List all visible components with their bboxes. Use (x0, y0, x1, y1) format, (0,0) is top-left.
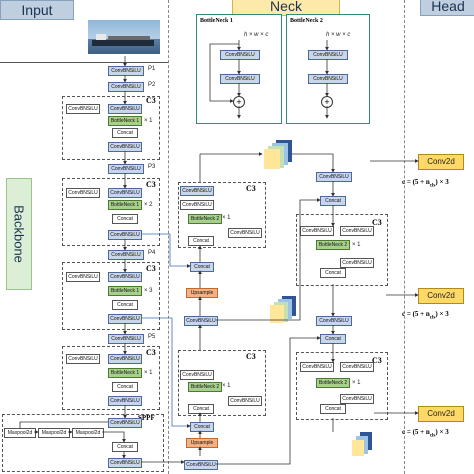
c3-4-repeat: × 1 (144, 370, 153, 376)
neck-lt-repeat: × 1 (222, 215, 231, 221)
header-input: Input (0, 0, 74, 20)
fm-medium-front (270, 305, 284, 323)
neck-lt-conv-b: ConvBNSiLU (228, 228, 262, 238)
backbone-c3-group-3 (62, 262, 160, 330)
feature-map-medium (268, 296, 298, 326)
c3-1-bottleneck: BottleNeck 1 (108, 116, 142, 126)
neck-rb-conv-b: ConvBNSiLU (340, 394, 374, 404)
head-formula-1: c = (5 + ncls) × 3 (402, 178, 449, 188)
formula-1-sub: cls (429, 183, 436, 189)
c3-1-conv-a: ConvBNSiLU (66, 104, 100, 114)
sppf-label: SPPF (138, 414, 155, 422)
neck-c3-left-bottom (178, 350, 266, 416)
neck-rb-conv-c: ConvBNSiLU (340, 362, 374, 372)
level-p1: P1 (148, 66, 156, 72)
backbone-c3-label-1: C3 (146, 96, 156, 105)
formula-3-main: c = (5 + n (402, 428, 430, 436)
c3-2-concat: Concat (112, 214, 138, 224)
level-p2: P2 (148, 82, 156, 88)
level-p3: P3 (148, 164, 156, 170)
neck-rt-conv-b: ConvBNSiLU (340, 258, 374, 268)
backbone-c3-label-2: C3 (146, 180, 156, 189)
backbone-c3-label-4: C3 (146, 348, 156, 357)
neck-lb-conv-a: ConvBNSiLU (180, 370, 214, 380)
bottleneck-2-dims: h × w × c (326, 32, 351, 38)
bottleneck-2-title: BottleNeck 2 (290, 18, 323, 24)
backbone-c3-group-2 (62, 178, 160, 246)
neck-c3-left-bottom-label: C3 (246, 352, 256, 361)
c3-3-concat: Concat (112, 300, 138, 310)
input-ship-image (88, 20, 160, 54)
neck-left-conv-bottom: ConvBNSiLU (184, 460, 218, 470)
neck-rb-concat: Concat (320, 404, 346, 414)
formula-1-tail: ) × 3 (435, 178, 449, 186)
neck-c3-left-top (178, 182, 266, 248)
header-head: Head (420, 0, 474, 16)
neck-rb-conv-a: ConvBNSiLU (300, 362, 334, 372)
fm-small-front (352, 440, 364, 456)
neck-rt-concat: Concat (320, 268, 346, 278)
formula-3-tail: ) × 3 (435, 428, 449, 436)
head-conv2d-1: Conv2d (418, 154, 464, 170)
c3-2-repeat: × 2 (144, 202, 153, 208)
ship-superstructure (96, 34, 106, 40)
input-separator (0, 62, 168, 63)
formula-1-main: c = (5 + n (402, 178, 430, 186)
formula-3-sub: cls (429, 433, 436, 439)
neck-c3-right-top-label: C3 (372, 218, 382, 227)
level-p4: P4 (148, 250, 156, 256)
formula-2-sub: cls (429, 315, 436, 321)
c3-3-conv-a: ConvBNSiLU (66, 272, 100, 282)
neck-rb-repeat: × 1 (352, 380, 361, 386)
neck-upsample-2: Upsample (186, 438, 218, 448)
ship-hull (92, 40, 154, 46)
c3-2-conv-a: ConvBNSiLU (66, 188, 100, 198)
neck-rb-bottleneck: BottleNeck 2 (316, 378, 350, 388)
neck-c3-right-bottom-label: C3 (372, 356, 382, 365)
neck-head-divider (404, 0, 405, 474)
fm-large-front (264, 149, 280, 169)
level-p5: P5 (148, 334, 156, 340)
neck-c3-right-top (296, 214, 388, 286)
formula-2-main: c = (5 + n (402, 310, 430, 318)
neck-lb-repeat: × 1 (222, 383, 231, 389)
input-backbone-divider (168, 0, 169, 474)
bottleneck-1-title: BottleNeck 1 (200, 18, 233, 24)
neck-lt-bottleneck: BottleNeck 2 (188, 214, 222, 224)
backbone-side-label: Backbone (6, 178, 32, 290)
c3-1-concat: Concat (112, 128, 138, 138)
backbone-c3-group-4 (62, 346, 160, 410)
neck-c3-left-top-label: C3 (246, 184, 256, 193)
backbone-c3-group-1 (62, 96, 160, 160)
c3-4-conv-a: ConvBNSiLU (66, 354, 100, 364)
neck-rt-conv-c: ConvBNSiLU (340, 226, 374, 236)
c3-2-bottleneck: BottleNeck 1 (108, 200, 142, 210)
neck-c3-right-bottom (296, 352, 388, 420)
ship-deck (108, 36, 150, 40)
c3-1-repeat: × 1 (144, 118, 153, 124)
neck-lb-conv-b: ConvBNSiLU (228, 396, 262, 406)
feature-map-large (262, 140, 292, 170)
neck-rt-bottleneck: BottleNeck 2 (316, 240, 350, 250)
c3-4-bottleneck: BottleNeck 1 (108, 368, 142, 378)
c3-3-bottleneck: BottleNeck 1 (108, 286, 142, 296)
c3-3-repeat: × 3 (144, 288, 153, 294)
head-formula-2: c = (5 + ncls) × 3 (402, 310, 449, 320)
neck-lb-bottleneck: BottleNeck 2 (188, 382, 222, 392)
neck-rt-repeat: × 1 (352, 242, 361, 248)
formula-2-tail: ) × 3 (435, 310, 449, 318)
c3-4-concat: Concat (112, 382, 138, 392)
neck-rt-conv-a: ConvBNSiLU (300, 226, 334, 236)
feature-map-small (350, 432, 374, 458)
head-conv2d-2: Conv2d (418, 288, 464, 304)
neck-lt-conv-a: ConvBNSiLU (180, 200, 214, 210)
neck-upsample-1: Upsample (186, 288, 218, 298)
head-formula-3: c = (5 + ncls) × 3 (402, 428, 449, 438)
neck-left-conv-top: ConvBNSiLU (180, 186, 214, 196)
backbone-c3-label-3: C3 (146, 264, 156, 273)
bottleneck-1-dims: h × w × c (244, 32, 269, 38)
sppf-group (2, 414, 164, 472)
